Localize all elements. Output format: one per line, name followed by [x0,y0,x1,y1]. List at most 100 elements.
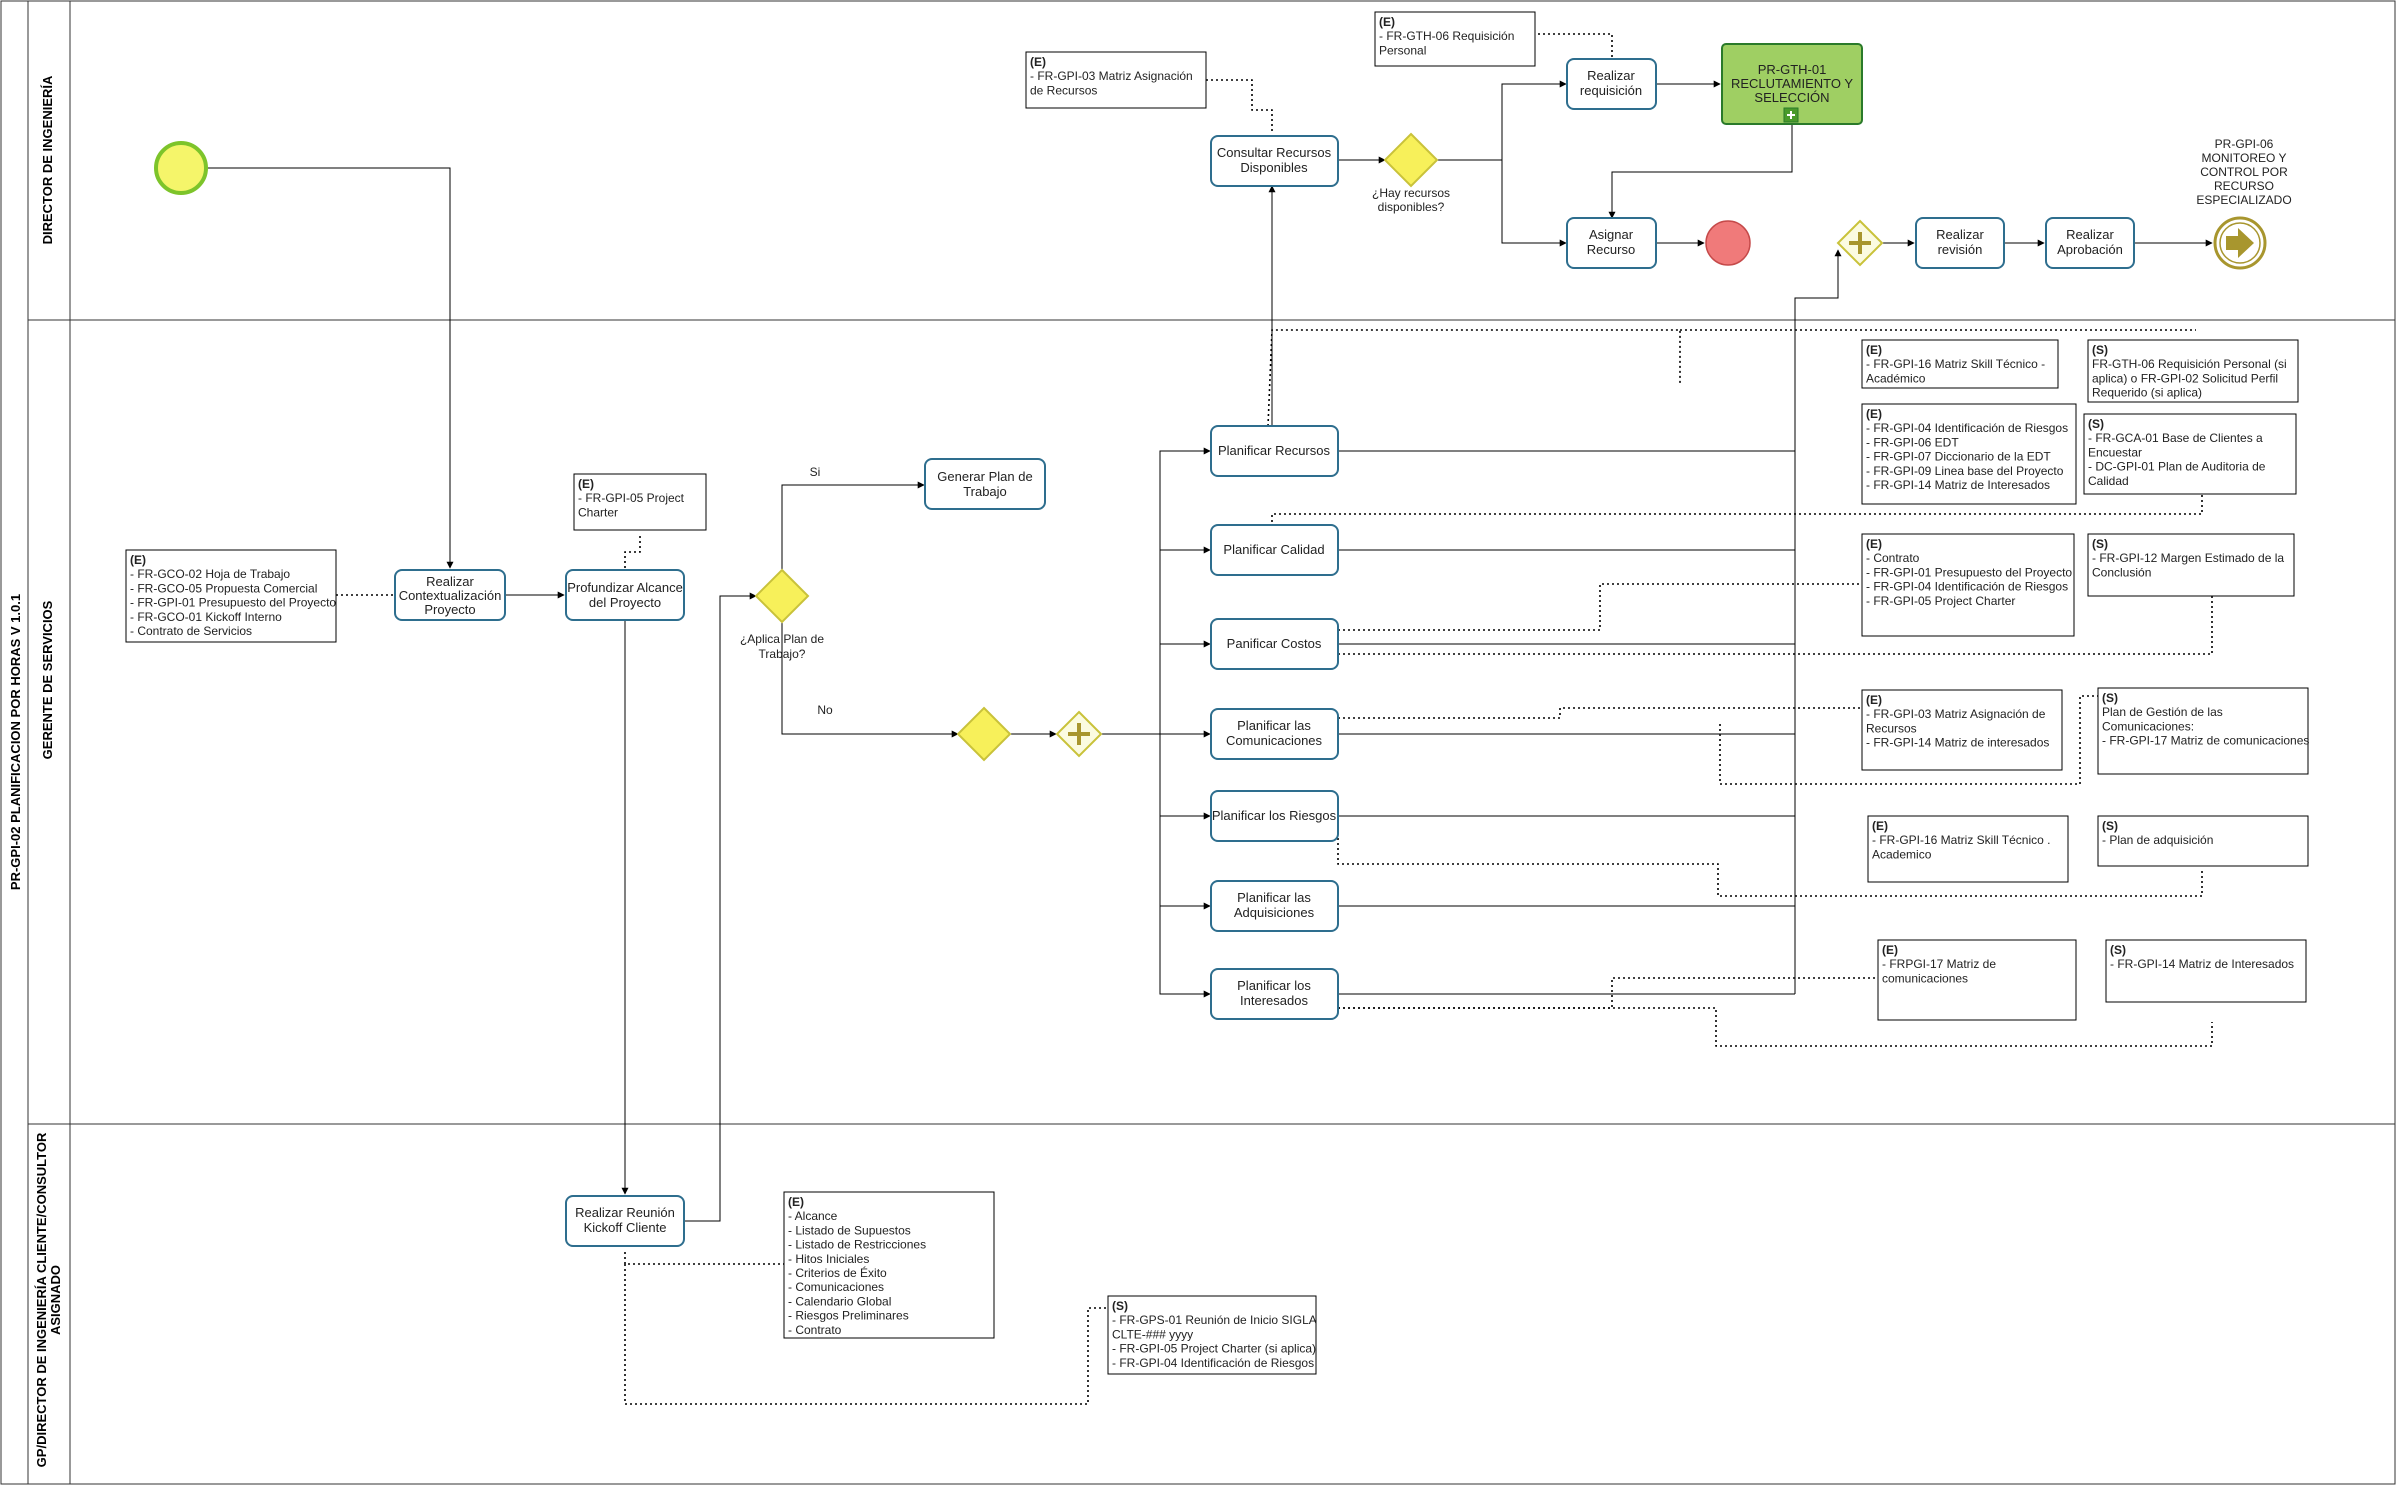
note-box [783,1191,995,1339]
subprocess-reclutamiento[interactable]: PR-GTH-01 RECLUTAMIENTO Y SELECCIÓN [1721,43,1863,125]
note-line: Académico [1866,371,1926,385]
task-label: Recurso [1587,242,1635,257]
note-line: (E) [1866,407,1882,421]
note-line: - Contrato [788,1323,842,1337]
note-line: - FR-GPI-04 Identificación de Riesgos [1866,421,2068,435]
note-line: - FR-GPI-04 Identificación de Riesgos [1112,1356,1314,1370]
note-line: (S) [2092,537,2108,551]
note-box [1861,689,2063,771]
note-line: - FR-GPI-06 EDT [1866,435,1959,449]
note-box [1107,1295,1317,1375]
note-n-kickoff-s: (S)- FR-GPS-01 Reunión de Inicio SIGLACL… [1107,1295,1317,1375]
note-n-calidad-s: (S)- FR-GCA-01 Base de Clientes aEncuest… [2083,413,2297,495]
note-line: (S) [2088,417,2104,431]
note-line: (E) [1379,15,1395,29]
note-line: Encuestar [2088,445,2142,459]
task-label: del Proyecto [589,595,661,610]
note-line: Conclusión [2092,565,2151,579]
note-line: Academico [1872,847,1932,861]
task-label: Generar Plan de [937,469,1032,484]
note-line: - Criterios de Éxito [788,1265,887,1280]
note-line: (S) [2102,819,2118,833]
gateway-aplica-plan [754,568,810,624]
task-label: Planificar Calidad [1223,542,1324,557]
task-planificar-adquisiciones[interactable]: Planificar las Adquisiciones [1210,880,1339,932]
pool-title: PR-GPI-02 PLANIFICACION POR HORAS V 1.0.… [8,594,23,890]
note-line: - FR-GCO-01 Kickoff Interno [130,610,282,624]
associations [336,33,2213,1405]
note-line: - Riesgos Preliminares [788,1309,909,1323]
task-contextualizacion[interactable]: Realizar Contextualización Proyecto [394,569,506,621]
task-label: Disponibles [1240,160,1308,175]
task-asignar-recurso[interactable]: Asignar Recurso [1566,217,1657,269]
note-line: (S) [2110,943,2126,957]
note-line: - FR-GPI-05 Project [578,491,685,505]
task-planificar-costos[interactable]: Panificar Costos [1210,618,1339,670]
note-line: (E) [1866,343,1882,357]
task-planificar-calidad[interactable]: Planificar Calidad [1210,524,1339,576]
note-box [2105,939,2307,1003]
subprocess-label-3: SELECCIÓN [1754,90,1829,105]
gateway-label: ¿Hay recursos [1372,186,1450,200]
gateway-parallel-split [1055,710,1103,758]
note-line: de Recursos [1030,83,1097,97]
task-label: Realizar [2066,227,2114,242]
task-profundizar[interactable]: Profundizar Alcance del Proyecto [565,569,685,621]
task-label: Planificar Recursos [1218,443,1330,458]
sequence-flows [208,80,2213,1222]
task-planificar-recursos[interactable]: Planificar Recursos [1210,425,1339,477]
note-box [1877,939,2077,1021]
note-line: - Contrato [1866,551,1920,565]
task-planificar-riesgos[interactable]: Planificar los Riesgos [1210,790,1339,842]
note-line: (E) [130,553,146,567]
note-line: CLTE-### yyyy [1112,1327,1193,1341]
note-line: - FR-GPI-16 Matriz Skill Técnico . [1872,833,2050,847]
note-line: aplica) o FR-GPI-02 Solicitud Perfil [2092,371,2278,385]
note-line: - FR-GPI-12 Margen Estimado de la [2092,551,2284,565]
task-label: Profundizar Alcance [567,580,683,595]
link-label-line: MONITOREO Y [2202,151,2287,165]
task-generar-plan[interactable]: Generar Plan de Trabajo [924,458,1046,510]
note-line: - Listado de Supuestos [788,1223,911,1237]
link-label-line: PR-GPI-06 [2215,137,2274,151]
note-box [1867,815,2069,883]
note-n-gth-s: (S)FR-GTH-06 Requisición Personal (siapl… [2087,339,2299,403]
start-event [154,141,208,195]
note-box [1861,339,2059,389]
note-line: - FR-GPI-05 Project Charter (si aplica) [1112,1342,1316,1356]
note-box [1861,533,2075,637]
note-line: Comunicaciones: [2102,719,2194,733]
note-line: - FR-GPI-14 Matriz de Interesados [1866,478,2050,492]
note-line: (E) [1866,537,1882,551]
note-line: - FR-GPS-01 Reunión de Inicio SIGLA [1112,1313,1317,1327]
task-label: Asignar [1589,227,1634,242]
note-n-adq-s: (S)- Plan de adquisición [2097,815,2309,867]
note-box [1374,11,1536,67]
note-line: - FR-GPI-14 Matriz de interesados [1866,736,2049,750]
task-label: Panificar Costos [1227,636,1322,651]
note-line: (S) [1112,1299,1128,1313]
task-realizar-aprobacion[interactable]: Realizar Aprobación [2045,217,2135,269]
task-planificar-comunicaciones[interactable]: Planificar las Comunicaciones [1210,708,1339,760]
note-line: - Plan de adquisición [2102,833,2213,847]
note-line: - FR-GPI-01 Presupuesto del Proyecto [130,596,336,610]
task-realizar-revision[interactable]: Realizar revisión [1915,217,2005,269]
note-line: - FR-GPI-16 Matriz Skill Técnico - [1866,357,2045,371]
note-line: - Calendario Global [788,1294,891,1308]
task-planificar-interesados[interactable]: Planificar los Interesados [1210,968,1339,1020]
note-line: (E) [578,477,594,491]
annotation-notes: (E)- FR-GCO-02 Hoja de Trabajo- FR-GCO-0… [125,11,2309,1375]
task-consultar-recursos[interactable]: Consultar Recursos Disponibles [1210,135,1339,187]
note-box [573,473,707,531]
lane-label-gp-line1: GP/DIRECTOR DE INGENIERÍA CLIENTE/CONSUL… [34,1132,49,1467]
lane-label-gp-line2: ASIGNADO [48,1265,63,1335]
note-line: - FR-GPI-17 Matriz de comunicaciones [2102,734,2309,748]
note-line: (E) [1030,55,1046,69]
note-box [2097,815,2309,867]
task-reunion-kickoff[interactable]: Realizar Reunión Kickoff Cliente [565,1195,685,1247]
task-realizar-requisicion[interactable]: Realizar requisición [1566,58,1657,110]
note-line: - FRPGI-17 Matriz de [1882,957,1996,971]
note-line: Calidad [2088,474,2129,488]
